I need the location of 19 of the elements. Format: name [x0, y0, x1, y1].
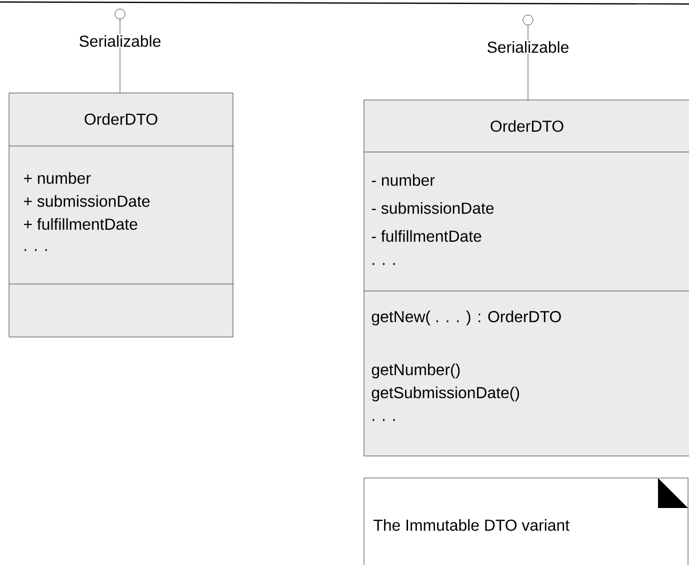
interface-circle	[114, 8, 126, 20]
interface-label: Serializable	[486, 40, 570, 54]
attribute-text: + number	[24, 172, 91, 184]
method-text: getSubmissionDate()	[372, 386, 520, 402]
attribute-text: . . .	[372, 263, 395, 265]
attribute-text: . . .	[24, 249, 47, 251]
attribute-text: + submissionDate	[24, 195, 150, 207]
method-text: . . .	[372, 419, 395, 421]
class-name: OrderDTO	[490, 120, 564, 132]
note-text: The Immutable DTO variant	[374, 519, 570, 531]
attribute-text: - number	[372, 174, 435, 186]
attribute-text: - submissionDate	[372, 202, 494, 214]
attribute-text: - fulfillmentDate	[372, 230, 482, 242]
attribute-text: + fulfillmentDate	[24, 218, 138, 230]
method-text: getNumber()	[372, 364, 460, 378]
interface-circle	[522, 14, 534, 26]
class-name: OrderDTO	[84, 113, 158, 125]
interface-label: Serializable	[78, 34, 162, 48]
method-text: getNew( . . . ) : OrderDTO	[372, 310, 561, 326]
